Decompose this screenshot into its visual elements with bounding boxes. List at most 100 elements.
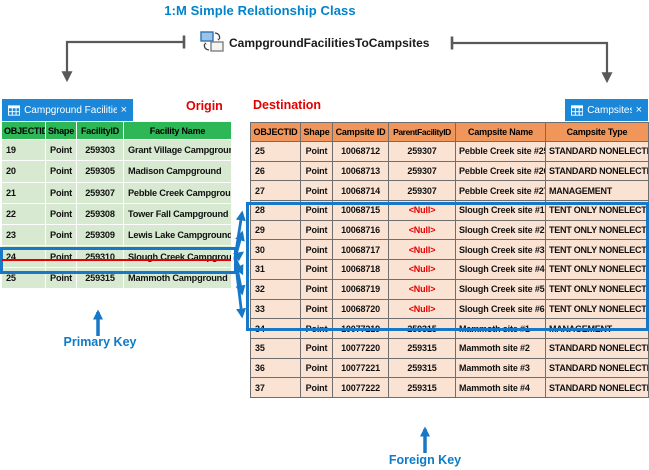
table-cell: 259305: [76, 160, 124, 183]
column-header: OBJECTID: [250, 122, 301, 142]
table-cell: 10068712: [332, 141, 389, 162]
table-cell: 27: [250, 180, 301, 202]
table-cell: Point: [45, 181, 77, 204]
column-header: ParentFacilityID: [388, 122, 456, 142]
table-cell: Lewis Lake Campground: [123, 224, 232, 247]
table-cell: 10068718: [332, 259, 389, 280]
table-grid-icon: [571, 104, 584, 116]
destination-label: Destination: [253, 98, 322, 112]
table-cell: Slough Creek site #3: [455, 239, 546, 261]
table-cell: Point: [300, 141, 333, 162]
column-header: Campsite Type: [545, 122, 649, 142]
table-cell: Pebble Creek site #26: [455, 160, 546, 182]
table-cell: STANDARD NONELECTRIC: [545, 141, 649, 162]
table-cell: 259309: [76, 224, 124, 247]
table-cell: 259308: [76, 202, 124, 226]
table-cell: <Null>: [388, 278, 456, 300]
table-cell: TENT ONLY NONELECTRIC: [545, 259, 649, 280]
table-cell: 31: [250, 259, 301, 280]
orphan-rows-highlight-box: [246, 202, 649, 331]
column-header: Campsite ID: [332, 122, 389, 142]
table-cell: <Null>: [388, 298, 456, 320]
strikethrough-line: [2, 259, 231, 261]
table-cell: Slough Creek site #4: [455, 259, 546, 280]
column-header: Facility Name: [123, 121, 232, 140]
table-cell: 259310: [76, 245, 124, 268]
column-header: Shape: [45, 121, 77, 140]
table-cell: Point: [45, 224, 77, 247]
table-cell: 259315: [388, 357, 456, 379]
close-icon[interactable]: ×: [635, 103, 642, 116]
relationship-connector-right: [450, 36, 613, 84]
table-cell: TENT ONLY NONELECTRIC: [545, 219, 649, 241]
table-cell: Point: [300, 357, 333, 379]
table-cell: <Null>: [388, 259, 456, 280]
table-grid-icon: [8, 104, 21, 116]
table-cell: 22: [1, 202, 46, 226]
table-cell: Point: [45, 160, 77, 183]
table-cell: 26: [250, 160, 301, 182]
table-cell: Pebble Creek Campground: [123, 181, 232, 204]
table-cell: <Null>: [388, 219, 456, 241]
foreign-key-label: Foreign Key: [388, 453, 462, 467]
table-cell: Mammoth site #4: [455, 377, 546, 398]
table-cell: 25: [250, 141, 301, 162]
table-cell: Madison Campground: [123, 160, 232, 183]
table-cell: 10077221: [332, 357, 389, 379]
table-cell: 259307: [388, 141, 456, 162]
table-cell: Mammoth site #3: [455, 357, 546, 379]
close-icon[interactable]: ×: [120, 103, 127, 116]
table-cell: Point: [300, 160, 333, 182]
table-cell: 259307: [76, 181, 124, 204]
tab-campground-facilities[interactable]: Campground Facilities ×: [2, 99, 133, 121]
table-cell: 32: [250, 278, 301, 300]
table-cell: Tower Fall Campground: [123, 202, 232, 226]
column-header: OBJECTID: [1, 121, 46, 140]
table-cell: 259315: [388, 337, 456, 359]
table-cell: Grant Village Campground: [123, 138, 232, 162]
table-cell: STANDARD NONELECTRIC: [545, 357, 649, 379]
table-cell: 10077220: [332, 337, 389, 359]
table-cell: Point: [300, 239, 333, 261]
table-cell: 10068714: [332, 180, 389, 202]
table-cell: 10068713: [332, 160, 389, 182]
table-cell: Point: [300, 377, 333, 398]
relationship-connector-left: [61, 35, 186, 83]
table-cell: Pebble Creek site #27: [455, 180, 546, 202]
table-cell: Point: [300, 259, 333, 280]
table-cell: MANAGEMENT: [545, 180, 649, 202]
table-cell: 36: [250, 357, 301, 379]
table-cell: Point: [300, 180, 333, 202]
table-cell: 23: [1, 224, 46, 247]
table-cell: STANDARD NONELECTRIC: [545, 377, 649, 398]
table-cell: 28: [250, 200, 301, 221]
tab-campsites[interactable]: Campsites ×: [565, 99, 648, 121]
table-cell: 21: [1, 181, 46, 204]
table-cell: 259307: [388, 180, 456, 202]
table-cell: Slough Creek Campground: [123, 245, 232, 268]
table-cell: 35: [250, 337, 301, 359]
table-cell: Mammoth site #2: [455, 337, 546, 359]
table-cell: 259307: [388, 160, 456, 182]
table-cell: STANDARD NONELECTRIC: [545, 337, 649, 359]
